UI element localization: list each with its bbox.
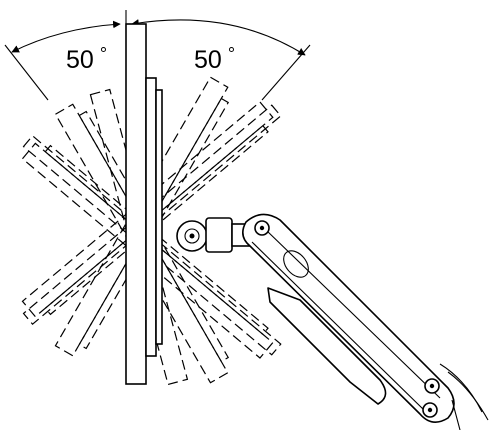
articulating-arm <box>242 213 489 430</box>
right-angle-label: 50° <box>194 44 235 74</box>
tilt-hinge <box>176 217 253 253</box>
left-limit-line <box>4 44 49 101</box>
right-angle-arc <box>131 19 306 56</box>
left-angle-label: 50° <box>66 44 107 74</box>
left-angle-arc <box>11 20 121 53</box>
monitor-upright <box>125 23 163 385</box>
